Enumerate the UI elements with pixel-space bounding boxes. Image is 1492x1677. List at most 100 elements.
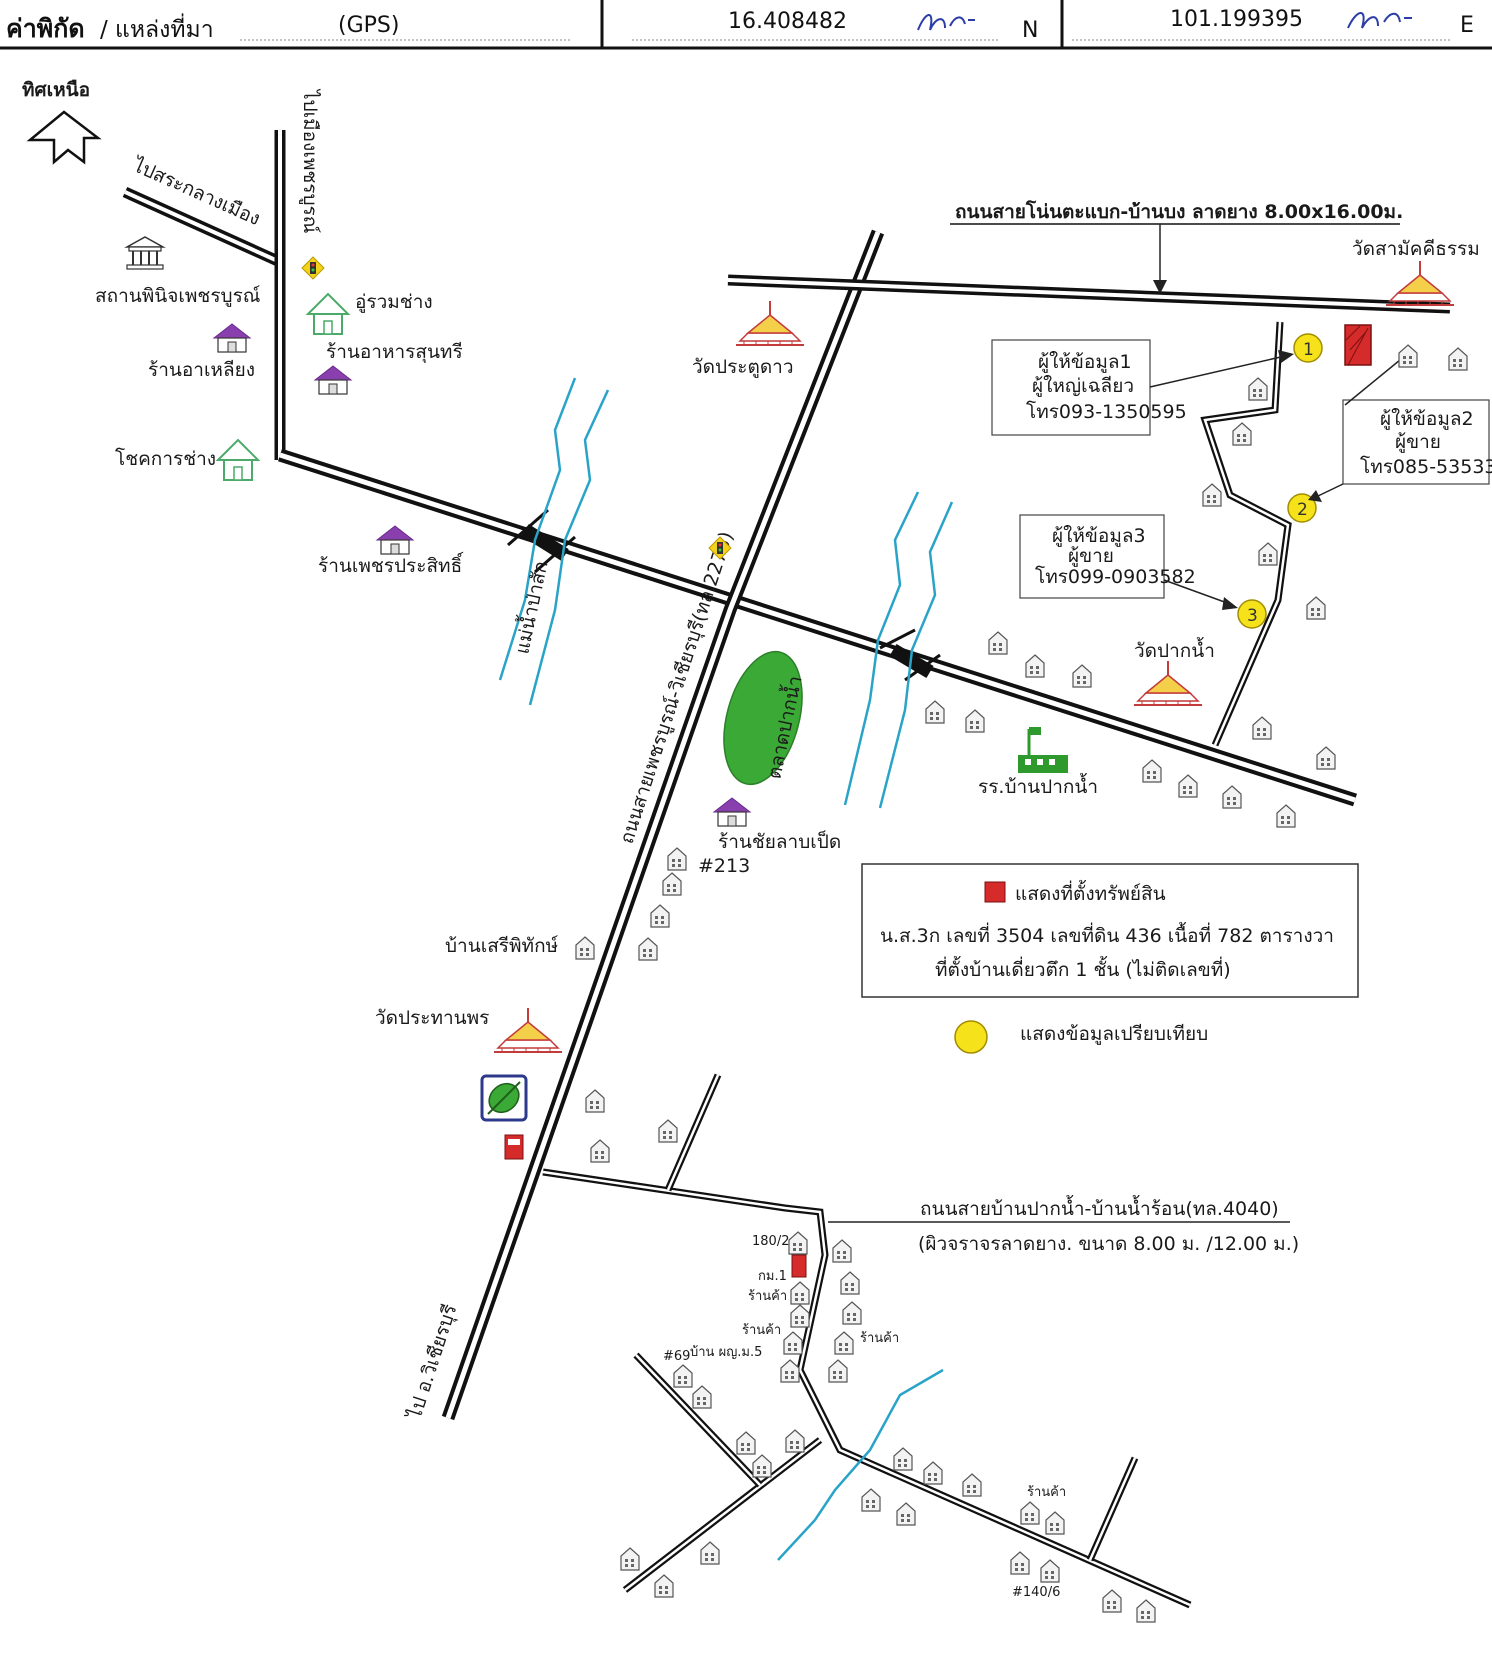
house-icon	[1252, 716, 1272, 740]
house-icon	[1025, 654, 1045, 678]
comparison-marker-1	[1293, 333, 1323, 363]
house-icon	[217, 439, 259, 481]
label-wat-paknam: วัดปากน้ำ	[1134, 637, 1215, 662]
arrow-icon	[1153, 280, 1167, 294]
temple-icon-paknam	[1133, 660, 1203, 706]
informant-3-role: ผู้ขาย	[1068, 545, 1114, 567]
label-h69: #69	[663, 1349, 690, 1364]
informant-2-phone: โทร085-5353389	[1360, 455, 1492, 478]
house-icon	[965, 709, 985, 733]
gas-pump-icon	[504, 1134, 524, 1160]
house-icon	[896, 1502, 916, 1526]
source-label: / แหล่งที่มา	[100, 13, 214, 43]
house-icon	[1072, 664, 1092, 688]
house-icon	[842, 1301, 862, 1325]
house-icon	[1142, 759, 1162, 783]
house-icon	[673, 1364, 693, 1388]
house-icon	[780, 1359, 800, 1383]
house-icon	[785, 1429, 805, 1453]
house-icon	[736, 1431, 756, 1455]
museum-icon	[124, 236, 166, 270]
label-phet-shop: ร้านเพชรประสิทธิ์	[318, 551, 464, 577]
market-area	[723, 650, 803, 786]
house-icon	[585, 1089, 605, 1113]
house-icon	[790, 1281, 810, 1305]
arrow-icon	[1278, 350, 1294, 363]
label-school: รร.บ้านปากน้ำ	[978, 773, 1098, 798]
label-wat-prathan: วัดประทานพร	[375, 1007, 489, 1029]
coordinate-header: ค่าพิกัด / แหล่งที่มา (GPS) 16.408482 N …	[0, 0, 1492, 50]
shop-icon-phet	[376, 525, 414, 555]
house-icon	[923, 1461, 943, 1485]
bridge-1	[507, 508, 576, 574]
house-icon	[752, 1454, 772, 1478]
house-icon	[620, 1547, 640, 1571]
label-wat-samakkhi: วัดสามัคคีธรรม	[1352, 238, 1480, 260]
latitude-value: 16.408482	[728, 9, 847, 34]
property-marker	[1344, 324, 1372, 366]
informant-box-2: ผู้ให้ข้อมูล2 ผู้ขาย โทร085-5353389	[1342, 399, 1492, 485]
house-icon	[638, 937, 658, 961]
label-headman-house: บ้าน ผญ.ม.5	[690, 1345, 762, 1360]
house-icon	[783, 1331, 803, 1355]
legend-box: แสดงที่ตั้งทรัพย์สิน น.ส.3ก เลขที่ 3504 …	[861, 863, 1359, 998]
house-icon	[667, 847, 687, 871]
road-label-south-surface: (ผิวจราจรลาดยาง. ขนาด 8.00 ม. /12.00 ม.)	[918, 1233, 1299, 1255]
shop-icon	[213, 323, 251, 353]
label-museum: สถานพินิจเพชรบูรณ์	[95, 285, 260, 307]
house-icon	[832, 1239, 852, 1263]
house-icon	[1102, 1589, 1122, 1613]
label-larb-shop: ร้านชัยลาบเป็ด	[718, 829, 841, 853]
legend-property-swatch	[984, 881, 1006, 903]
signature-mark-2	[1347, 12, 1412, 29]
house-icon	[1258, 542, 1278, 566]
north-label: ทิศเหนือ	[22, 79, 90, 101]
shop-icon-larb	[713, 797, 751, 827]
garage-icon	[307, 293, 349, 335]
label-garage: อู่รวมช่าง	[355, 291, 433, 313]
gas-station-icon	[480, 1074, 528, 1122]
house-icon	[861, 1488, 881, 1512]
house-icon	[988, 631, 1008, 655]
house-icon	[590, 1139, 610, 1163]
house-icon	[1040, 1559, 1060, 1583]
informant-3-phone: โทร099-0903582	[1035, 565, 1196, 588]
comparison-number-2: 2	[1297, 500, 1308, 520]
house-icon	[1010, 1551, 1030, 1575]
house-icon	[788, 1231, 808, 1255]
house-icon	[1202, 483, 1222, 507]
temple-icon-prathan	[493, 1007, 563, 1053]
house-icon	[1248, 377, 1268, 401]
north-arrow-icon	[26, 110, 102, 165]
house-icon	[1222, 785, 1242, 809]
house-icon	[700, 1541, 720, 1565]
informant-3-title: ผู้ให้ข้อมูล3	[1052, 525, 1146, 547]
legend-property-label: แสดงที่ตั้งทรัพย์สิน	[1015, 880, 1166, 905]
house-icon	[1306, 596, 1326, 620]
house-icon	[828, 1359, 848, 1383]
informant-1-phone: โทร093-1350595	[1026, 400, 1187, 423]
latitude-direction: N	[1022, 18, 1038, 43]
house-icon	[840, 1271, 860, 1295]
house-icon	[1232, 422, 1252, 446]
house-icon	[1020, 1501, 1040, 1525]
coordinate-label: ค่าพิกัด	[6, 14, 85, 43]
house-icon	[962, 1473, 982, 1497]
longitude-value: 101.199395	[1170, 7, 1303, 32]
informant-2-title: ผู้ให้ข้อมูล2	[1380, 408, 1474, 430]
label-wat-pratu: วัดประตูดาว	[692, 356, 794, 378]
arrow-icon	[1308, 490, 1322, 502]
arrow-icon	[1222, 597, 1238, 610]
temple-icon-samakkhi	[1385, 260, 1455, 306]
label-chokkarn: โชคการช่าง	[115, 447, 216, 470]
label-shop-aliang: ร้านอาเหลียง	[148, 359, 255, 381]
road-label-north: ถนนสายโน่นตะแบก-บ้านบง ลาดยาง 8.00x16.00…	[955, 200, 1403, 223]
house-icon	[658, 1119, 678, 1143]
label-shop-3: ร้านค้า	[860, 1331, 899, 1346]
label-h180: 180/2	[752, 1234, 789, 1249]
label-house-213: #213	[698, 855, 750, 877]
label-h140: #140/6	[1012, 1585, 1060, 1600]
traffic-light-icon	[301, 256, 325, 280]
house-icon	[662, 872, 682, 896]
road-label-to-phetchabun: ไปเมืองเพชรบูรณ์	[299, 88, 321, 233]
